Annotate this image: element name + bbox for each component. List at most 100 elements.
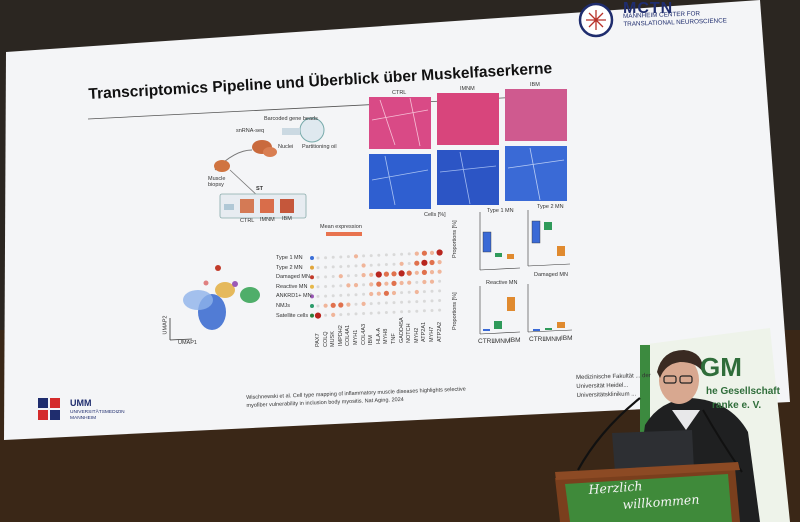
dotplot-col-label: PAX7	[315, 333, 321, 348]
umm-full-name: UNIVERSITÄTSMEDIZIN MANNHEIM	[70, 410, 125, 421]
box-type1-ibm	[507, 254, 514, 259]
box-reactive-ibm	[507, 297, 515, 311]
dotplot-dot	[384, 301, 388, 305]
mctn-wordmark: MCTN	[623, 0, 674, 17]
dotplot-dot	[354, 302, 358, 306]
boxplot-x-imnm-1: IMNM	[493, 338, 511, 345]
slide-surface	[4, 0, 790, 440]
dotplot-dot	[346, 302, 351, 307]
dotplot-dot	[407, 290, 411, 294]
dotplot-dot	[346, 283, 351, 288]
dotplot-dot	[324, 313, 328, 317]
dotplot-dot	[353, 254, 359, 259]
dotplot-dot	[407, 252, 411, 256]
umm-logo-icon	[38, 398, 60, 420]
pipeline-cond-1: CTRL	[240, 218, 255, 224]
dotplot-dot	[384, 263, 388, 266]
dotplot-dot	[331, 275, 335, 278]
dotplot-dot	[383, 290, 389, 296]
dotplot-dot	[346, 312, 350, 316]
boxplot-x-ctrl-1: CTRL	[478, 338, 495, 345]
dotplot-dot	[437, 260, 442, 265]
dotplot-dot	[369, 302, 373, 306]
dotplot-dot	[391, 290, 397, 296]
label-nuclei: Nuclei	[278, 144, 294, 150]
histo-label-ibm: IBM	[530, 82, 540, 88]
dotplot-dot	[324, 256, 328, 260]
box-reactive-ctrl	[483, 329, 490, 331]
dotplot-dot	[324, 285, 328, 288]
dotplot-dot	[406, 270, 412, 276]
dotplot-dot	[407, 262, 411, 265]
dotplot-col-label: NOTCH	[406, 323, 413, 344]
dotplot-dot	[362, 283, 366, 287]
dotplot-col-label: TNF	[391, 333, 397, 344]
dotplot-dot	[429, 259, 435, 266]
box-damaged-ctrl	[533, 329, 540, 331]
row-color-marker	[310, 313, 314, 318]
histo-label-imnm: IMNM	[460, 86, 475, 92]
dotplot-dot	[421, 250, 427, 256]
dotplot-dot	[430, 299, 434, 303]
dotplot-dot	[330, 302, 336, 308]
dotplot-dot	[316, 304, 320, 308]
box-damaged-ibm	[557, 322, 565, 328]
dotplot-dot	[430, 289, 434, 293]
dotplot-dot	[339, 293, 343, 297]
dotplot-dot	[361, 273, 366, 278]
label-st: ST	[256, 186, 264, 192]
dotplot-col-label: MUSK	[330, 330, 337, 347]
banner-line-2: ranke e. V.	[712, 400, 762, 411]
dotplot-dot	[407, 300, 411, 304]
dotplot-dot	[324, 265, 328, 269]
dotplot-dot	[429, 270, 435, 275]
dotplot-dot	[407, 310, 411, 313]
dotplot-dot	[353, 283, 359, 288]
dotplot-dot	[316, 275, 320, 279]
umap-x-label: UMAP1	[178, 340, 197, 346]
dotplot-dot	[331, 265, 335, 269]
boxplot-title-type1: Type 1 MN	[487, 208, 514, 214]
box-type1-imnm	[495, 253, 502, 257]
dotplot-dot	[361, 301, 366, 306]
dotplot-col-label: IMPDH2	[337, 325, 344, 347]
dotplot-col-label: MYH7	[429, 326, 435, 343]
dotplot-dot	[414, 289, 419, 295]
dotplot-dot	[339, 284, 343, 288]
dotplot-dot	[422, 299, 426, 303]
dotplot-dot	[331, 255, 335, 259]
dotplot-dot	[383, 271, 389, 277]
dotplot-dot	[422, 309, 426, 313]
dotplot-dot	[369, 311, 373, 315]
dotplot-dot	[392, 262, 396, 266]
dotplot-dot	[399, 261, 404, 266]
pipeline-cond-2: IMNM	[260, 217, 275, 223]
row-color-marker	[310, 294, 314, 299]
dotplot-row-label: ANKRD1+ MN	[276, 293, 312, 300]
dotplot-dot	[438, 299, 442, 302]
dotplot-dot	[354, 293, 358, 297]
row-color-marker	[310, 275, 314, 280]
dotplot-dot	[331, 284, 335, 288]
umap-y-label: UMAP2	[162, 315, 169, 335]
dotplot-dot	[438, 289, 442, 293]
dotplot-row-label: Type 2 MN	[276, 264, 303, 271]
dotplot-dot	[438, 279, 442, 283]
dotplot-dot	[384, 311, 388, 314]
dotplot-dot	[362, 254, 366, 258]
dotplot-dot	[369, 291, 374, 297]
dotplot-dot	[421, 259, 428, 266]
dotplot-col-label: IBM	[368, 335, 375, 345]
row-color-marker	[310, 265, 314, 270]
dotplot-col-label: MYH8	[383, 328, 390, 345]
dotplot-dot	[415, 309, 419, 313]
dotplot-dot	[384, 281, 389, 286]
dotplot-dot	[339, 313, 343, 317]
dotplot-dot	[324, 275, 328, 279]
dotplot-col-label: MYH1	[353, 330, 359, 346]
dotplot-dot	[323, 303, 328, 308]
dotplot-dot	[429, 250, 435, 255]
slide-institute: Medizinische Fakultät ... der Universitä…	[576, 373, 651, 399]
dotplot-dot	[362, 292, 366, 296]
